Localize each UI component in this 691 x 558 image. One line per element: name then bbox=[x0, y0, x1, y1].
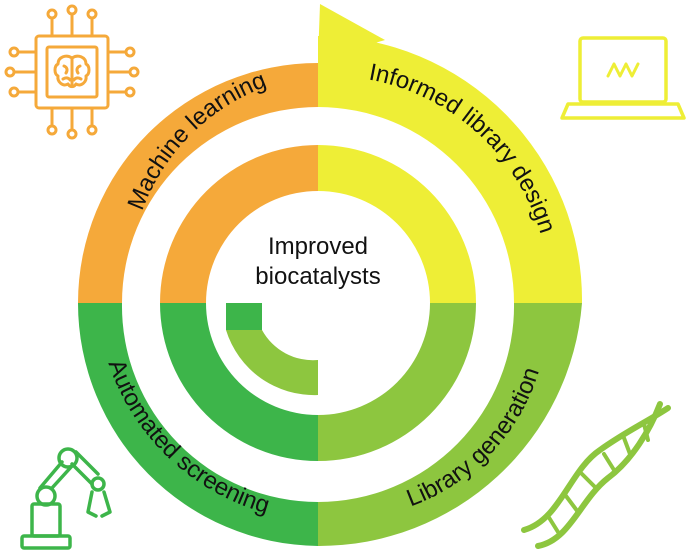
laptop-sequence-icon bbox=[560, 36, 686, 120]
cycle-arrow-tail bbox=[318, 4, 385, 60]
center-title-line1: Improved bbox=[268, 233, 368, 260]
stage-segment-machine-learning bbox=[78, 63, 318, 303]
inner-segment-informed-library-design bbox=[318, 145, 476, 303]
inner-segment-automated-screening bbox=[160, 303, 318, 461]
spiral-inner-curl bbox=[226, 330, 318, 396]
spiral-inner-hook bbox=[226, 303, 262, 330]
inner-segment-library-generation bbox=[318, 303, 476, 461]
dna-helix-icon bbox=[521, 401, 671, 549]
ai-chip-brain-icon bbox=[4, 4, 140, 140]
inner-segment-machine-learning bbox=[160, 145, 318, 303]
stage-segment-informed-library-design bbox=[318, 35, 583, 303]
robotic-arm-icon bbox=[20, 447, 112, 550]
stage-segment-automated-screening bbox=[77, 303, 319, 546]
stage-segment-library-generation bbox=[318, 303, 582, 547]
center-title-line2: biocatalysts bbox=[255, 263, 380, 290]
